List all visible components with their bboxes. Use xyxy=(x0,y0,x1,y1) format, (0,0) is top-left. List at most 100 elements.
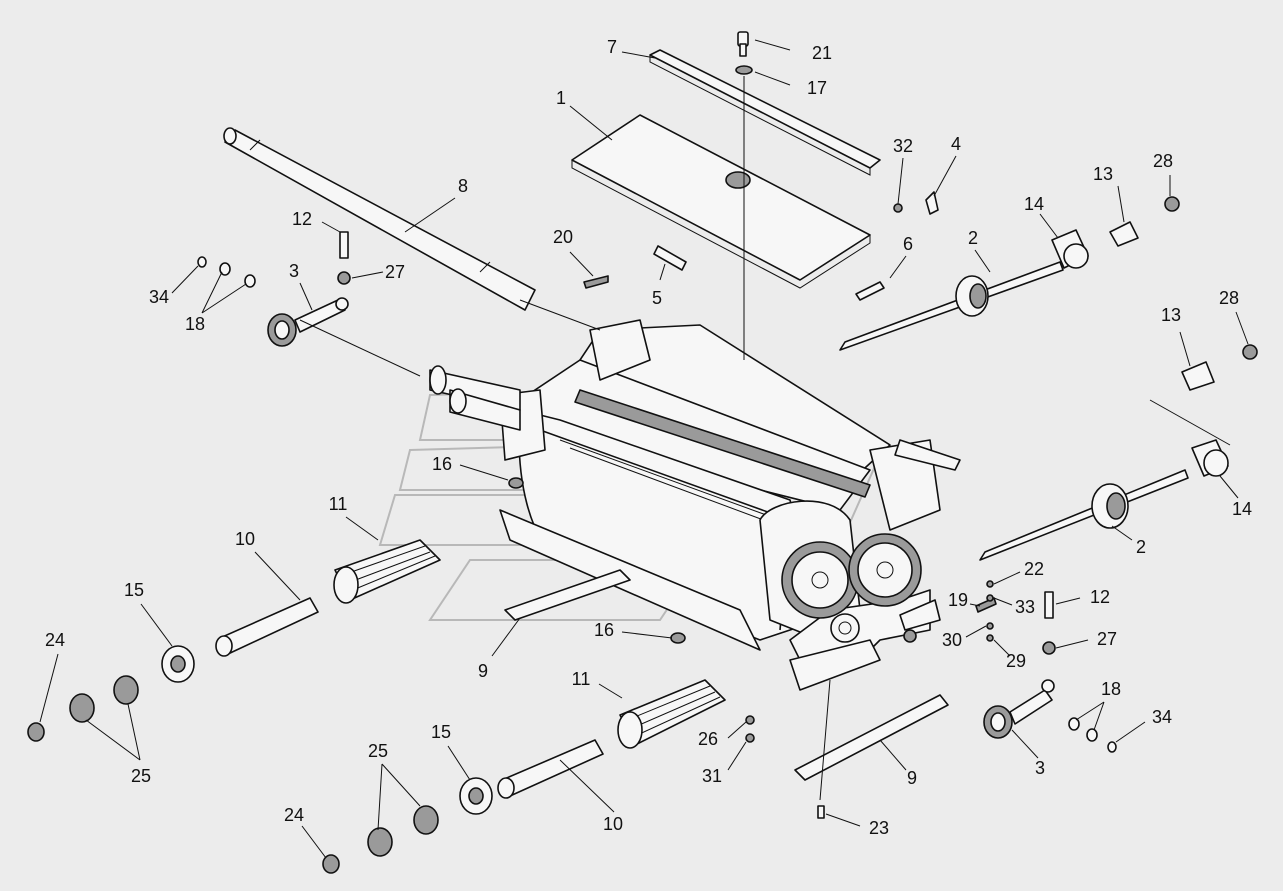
callout-c18a: 18 xyxy=(185,314,205,334)
part-1-cover-plate xyxy=(571,114,871,289)
part-3-left-lever xyxy=(267,297,349,347)
part-5-key xyxy=(653,245,687,271)
part-14-lower-cap xyxy=(1191,439,1229,477)
part-25-upper-nut-a xyxy=(113,675,139,705)
callout-c24a: 24 xyxy=(45,630,65,650)
callout-c26: 26 xyxy=(698,729,718,749)
callout-c27b: 27 xyxy=(1097,629,1117,649)
callout-c13b: 13 xyxy=(1161,305,1181,325)
callout-c14a: 14 xyxy=(1024,194,1044,214)
part-30-pin xyxy=(986,622,994,630)
part-34-right-clip xyxy=(1107,741,1117,753)
part-27-right-nut xyxy=(1042,641,1056,655)
part-8-long-shaft xyxy=(223,127,536,311)
callout-c34a: 34 xyxy=(149,287,169,307)
callout-c11a: 11 xyxy=(329,494,348,514)
part-18-right-washer-a xyxy=(1068,717,1080,731)
part-17-washer xyxy=(735,65,753,75)
part-2-upper-shaft xyxy=(839,261,1064,351)
part-16-lower-plug xyxy=(670,632,686,644)
part-9-left-plate xyxy=(504,569,631,621)
part-11-upper-spring xyxy=(333,539,441,604)
callout-c25b: 25 xyxy=(131,766,151,786)
callout-c3a: 3 xyxy=(289,261,299,281)
part-10-lower-pin xyxy=(497,739,604,799)
callout-c30: 30 xyxy=(942,630,962,650)
callout-c21: 21 xyxy=(812,43,832,63)
part-24-lower-nut xyxy=(322,854,340,874)
part-3-right-lever xyxy=(983,679,1055,739)
part-14-upper-cap xyxy=(1051,229,1089,269)
part-18-left-washer-a xyxy=(219,262,231,276)
leader-lines xyxy=(39,39,1249,859)
part-13-upper-coupler xyxy=(1109,221,1139,247)
callout-c9a: 9 xyxy=(478,661,488,681)
callout-c12a: 12 xyxy=(292,209,312,229)
callout-c34b: 34 xyxy=(1152,707,1172,727)
callout-c20: 20 xyxy=(553,227,573,247)
callout-c10a: 10 xyxy=(235,529,255,549)
callout-c22: 22 xyxy=(1024,559,1044,579)
callout-c9b: 9 xyxy=(907,768,917,788)
callout-c7: 7 xyxy=(607,37,617,57)
callout-c10b: 10 xyxy=(603,814,623,834)
part-25-lower-nut-a xyxy=(413,805,439,835)
callout-c11b: 11 xyxy=(572,669,591,689)
callout-c15a: 15 xyxy=(124,580,144,600)
callout-c8: 8 xyxy=(458,176,468,196)
callout-c33: 33 xyxy=(1015,597,1035,617)
callout-c15b: 15 xyxy=(431,722,451,742)
callout-c28a: 28 xyxy=(1153,151,1173,171)
part-22-pin xyxy=(986,580,994,588)
part-12-right-bolt xyxy=(1044,591,1054,619)
callout-c31: 31 xyxy=(702,766,722,786)
part-16-upper-plug xyxy=(508,477,524,489)
part-23-bolt xyxy=(817,805,825,819)
part-28-lower-nut xyxy=(1242,344,1258,360)
callout-c5: 5 xyxy=(652,288,662,308)
part-26-pin xyxy=(745,715,755,725)
part-15-upper-washer-hole xyxy=(170,655,186,673)
part-29-pin xyxy=(986,634,994,642)
part-13-lower-coupler xyxy=(1181,361,1215,391)
callout-c6: 6 xyxy=(903,234,913,254)
callout-c16b: 16 xyxy=(594,620,614,640)
part-18-right-washer-b xyxy=(1086,728,1098,742)
part-25-upper-nut-b xyxy=(69,693,95,723)
part-15-lower-washer-hole xyxy=(468,787,484,805)
part-20-key xyxy=(583,275,609,289)
callout-c24b: 24 xyxy=(284,805,304,825)
callout-c32: 32 xyxy=(893,136,913,156)
part-9-right-plate xyxy=(794,694,949,781)
part-6-key xyxy=(855,281,885,301)
part-25-lower-nut-b xyxy=(367,827,393,857)
part-33-pin xyxy=(986,594,994,602)
part-4-clip xyxy=(925,191,939,215)
part-2-lower-shaft xyxy=(979,469,1189,561)
callout-c16a: 16 xyxy=(432,454,452,474)
callout-c19: 19 xyxy=(948,590,968,610)
part-11-lower-spring xyxy=(617,679,726,749)
callout-c1: 1 xyxy=(556,88,566,108)
callout-c4: 4 xyxy=(951,134,961,154)
callout-c2b: 2 xyxy=(1136,537,1146,557)
part-21-screw xyxy=(737,31,749,57)
callout-c28b: 28 xyxy=(1219,288,1239,308)
part-34-left-clip xyxy=(197,256,207,268)
part-18-left-washer-b xyxy=(244,274,256,288)
callout-c25a: 25 xyxy=(368,741,388,761)
callout-c18b: 18 xyxy=(1101,679,1121,699)
part-28-upper-nut xyxy=(1164,196,1180,212)
callout-c12b: 12 xyxy=(1090,587,1110,607)
callout-c29: 29 xyxy=(1006,651,1026,671)
callout-c14b: 14 xyxy=(1232,499,1252,519)
callout-c27a: 27 xyxy=(385,262,405,282)
part-7-bracket-bar xyxy=(649,49,881,176)
callout-c2a: 2 xyxy=(968,228,978,248)
part-27-left-nut xyxy=(337,271,351,285)
callout-c17: 17 xyxy=(807,78,827,98)
part-32-small-pin xyxy=(893,203,903,213)
part-10-upper-pin xyxy=(215,597,319,657)
